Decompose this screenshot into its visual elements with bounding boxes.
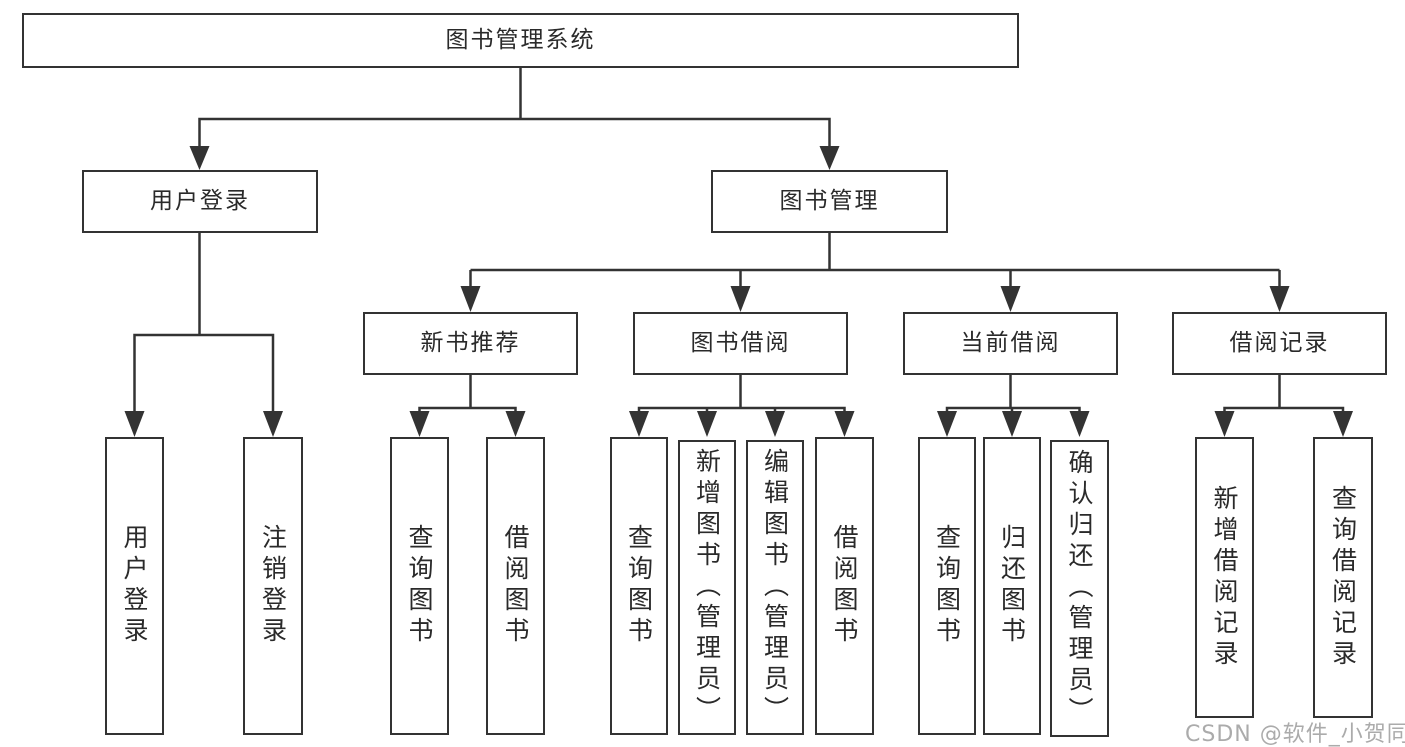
leaf-borrow-books-2: 借阅图书 [815,437,874,735]
leaf-edit-book-admin: 编辑图书（管理员） [746,440,804,735]
node-new-book-recommend: 新书推荐 [363,312,578,375]
leaf-query-borrow-record: 查询借阅记录 [1313,437,1373,718]
leaf-query-books-2: 查询图书 [610,437,668,735]
leaf-label: 确认归还（管理员） [1065,449,1094,728]
leaf-query-books-3: 查询图书 [918,437,976,735]
node-label: 图书借阅 [690,330,791,356]
leaf-label: 新增借阅记录 [1210,484,1239,671]
leaf-label: 查询图书 [624,524,654,648]
node-label: 用户登录 [150,188,250,214]
node-book-management: 图书管理 [711,170,948,233]
leaf-label: 归还图书 [997,524,1027,648]
leaf-user-login: 用户登录 [105,437,164,735]
leaf-label: 借阅图书 [830,524,859,648]
leaf-query-books-1: 查询图书 [390,437,449,735]
leaf-label: 注销登录 [258,524,288,648]
node-root-library-system: 图书管理系统 [22,13,1019,68]
leaf-add-borrow-record: 新增借阅记录 [1195,437,1254,718]
leaf-confirm-return-admin: 确认归还（管理员） [1050,440,1109,737]
leaf-return-books: 归还图书 [983,437,1041,735]
leaf-label: 查询借阅记录 [1328,484,1358,671]
node-label: 图书管理系统 [445,27,596,53]
leaf-add-book-admin: 新增图书（管理员） [678,440,736,735]
node-book-borrow: 图书借阅 [633,312,848,375]
leaf-label: 用户登录 [120,524,149,648]
leaf-label: 编辑图书（管理员） [760,448,790,727]
leaf-label: 查询图书 [932,524,962,648]
csdn-watermark: CSDN @软件_小贺同学 [1185,722,1405,747]
node-label: 图书管理 [779,188,880,214]
node-user-login: 用户登录 [82,170,318,233]
leaf-logout: 注销登录 [243,437,303,735]
node-label: 当前借阅 [960,330,1061,356]
leaf-label: 查询图书 [405,524,434,648]
leaf-label: 借阅图书 [501,524,530,648]
node-borrow-records: 借阅记录 [1172,312,1387,375]
node-label: 新书推荐 [420,330,521,356]
leaf-label: 新增图书（管理员） [692,448,722,727]
node-label: 借阅记录 [1229,330,1330,356]
node-current-borrow: 当前借阅 [903,312,1118,375]
leaf-borrow-books-1: 借阅图书 [486,437,545,735]
